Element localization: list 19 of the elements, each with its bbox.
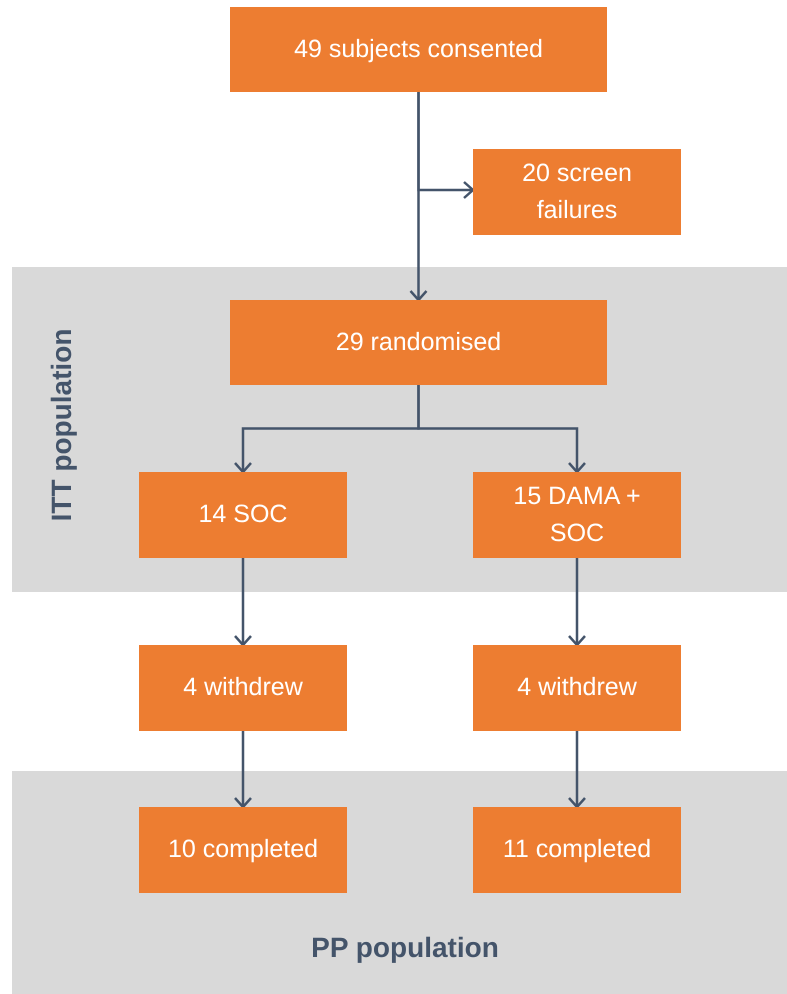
process-box: 49 subjects consented	[230, 7, 607, 92]
process-box: 4 withdrew	[473, 645, 681, 731]
process-box: 11 completed	[473, 807, 681, 893]
arrow	[234, 731, 252, 808]
process-box: 29 randomised	[230, 300, 607, 385]
process-box: 20 screen failures	[473, 149, 681, 235]
arrow	[417, 385, 586, 474]
process-box: 10 completed	[139, 807, 347, 893]
arrow	[568, 731, 586, 808]
population-band	[12, 267, 787, 592]
arrow	[568, 558, 586, 646]
process-box: 14 SOC	[139, 472, 347, 558]
arrow	[417, 92, 474, 200]
arrow	[234, 558, 252, 646]
population-band	[12, 771, 787, 994]
band-title: ITT population	[46, 328, 78, 522]
process-box: 15 DAMA + SOC	[473, 472, 681, 558]
process-box: 4 withdrew	[139, 645, 347, 731]
band-title: PP population	[311, 932, 499, 964]
